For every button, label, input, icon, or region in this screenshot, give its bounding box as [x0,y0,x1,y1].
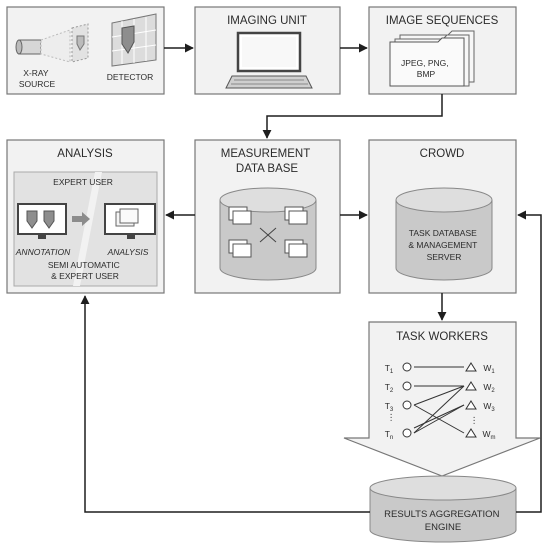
imaging-unit-box: IMAGING UNIT [194,6,341,95]
task-label-2: T2 [385,382,394,394]
xray-source-icon [15,39,42,55]
worker-label-2: W2 [483,382,495,394]
worker-ellipsis: ⋮ [470,415,479,425]
crowd-box: CROWD TASK DATABASE & MANAGEMENT SERVER [368,139,517,294]
measurement-database-title: MEASUREMENT DATA BASE [221,148,313,175]
xray-beam-icon [40,23,89,63]
expert-user-label: EXPERT USER [53,177,113,187]
task-node-3 [402,400,412,410]
results-aggregation-engine: RESULTS AGGREGATION ENGINE [369,475,517,543]
detector-label: DETECTOR [107,72,154,82]
flow-arrow-icon [72,212,90,226]
arrow-engine-to-analysis [80,295,370,513]
task-node-n [402,428,412,438]
task-workers-box: TASK WORKERS T1 T2 T3 ⋮ Tn W1 W2 W3 ⋮ Wm [343,321,541,477]
worker-label-1: W1 [483,363,495,375]
worker-node-m [465,428,477,438]
detector-plate-icon [111,13,157,67]
worker-node-3 [465,400,477,410]
arrow-engine-to-crowd [516,210,542,513]
imaging-unit-title: IMAGING UNIT [227,15,307,27]
analysis-box: ANALYSIS EXPERT USER ANNOTATION ANALYSIS… [6,139,165,294]
annotation-label: ANNOTATION [15,247,71,257]
annotation-monitor-icon [17,203,67,239]
task-node-1 [402,362,412,372]
computer-icon [225,31,313,89]
analysis-caption: ANALYSIS [107,247,149,257]
task-workers-title: TASK WORKERS [396,331,488,343]
task-database-label: TASK DATABASE & MANAGEMENT SERVER [408,228,479,262]
file-types-label: JPEG, PNG, BMP [401,58,451,79]
crowd-title: CROWD [420,148,465,160]
analysis-monitor-icon [104,203,156,239]
image-sequences-box: IMAGE SEQUENCES JPEG, PNG, BMP [368,6,517,95]
analysis-title: ANALYSIS [57,148,113,160]
worker-label-3: W3 [483,401,495,413]
worker-node-2 [465,381,477,391]
task-label-1: T1 [385,363,394,375]
assignment-lines [413,366,465,434]
arrow-sequences-to-database [262,94,443,139]
worker-label-m: Wm [482,429,495,441]
xray-source-label: X-RAY SOURCE [19,68,56,89]
server-cylinder-icon [395,187,493,281]
xray-detector-panel: X-RAY SOURCE DETECTOR [6,6,165,95]
task-ellipsis: ⋮ [387,412,396,422]
task-node-2 [402,381,412,391]
results-engine-label: RESULTS AGGREGATION ENGINE [384,509,502,533]
semi-automatic-label: SEMI AUTOMATIC & EXPERT USER [48,260,122,281]
worker-node-1 [465,362,477,372]
database-cylinder-icon [219,187,317,281]
task-label-n: Tn [385,429,394,441]
flow-arrows [80,43,542,513]
document-cluster-icon [228,206,308,258]
task-label-3: T3 [385,401,394,413]
file-stack-icon [389,30,475,87]
measurement-database-box: MEASUREMENT DATA BASE [194,139,341,294]
image-sequences-title: IMAGE SEQUENCES [386,15,499,27]
